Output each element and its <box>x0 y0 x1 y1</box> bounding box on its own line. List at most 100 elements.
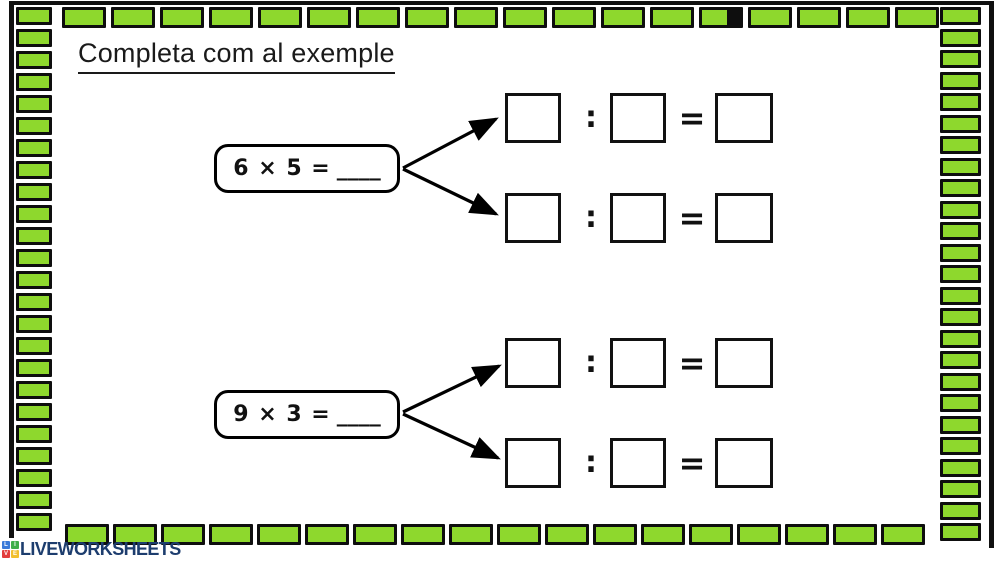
border-block <box>940 136 981 154</box>
border-block <box>353 524 397 545</box>
border-block <box>940 437 981 455</box>
border-block <box>16 7 52 25</box>
answer-box-dividend[interactable] <box>505 438 561 488</box>
border-block <box>785 524 829 545</box>
frame-line-top <box>9 1 994 5</box>
border-block <box>401 524 445 545</box>
border-block <box>748 7 792 28</box>
border-block <box>113 524 157 545</box>
border-block <box>881 524 925 545</box>
border-block <box>940 372 981 391</box>
answer-box-divisor[interactable] <box>610 93 666 143</box>
problem-box-2: 9 × 3 = ____ <box>214 390 400 439</box>
equation-row: : = <box>505 93 775 143</box>
answer-box-divisor[interactable] <box>610 438 666 488</box>
border-block <box>940 415 981 434</box>
equals-sign: = <box>678 99 706 137</box>
equals-sign: = <box>678 444 706 482</box>
border-block <box>940 523 981 541</box>
border-block <box>940 7 981 25</box>
logo-tile: I <box>11 541 19 549</box>
arrow-p1-row1 <box>402 117 499 170</box>
division-colon: : <box>585 345 597 380</box>
border-block <box>305 524 349 545</box>
border-block <box>940 71 981 90</box>
border-right <box>940 7 981 541</box>
border-block <box>16 51 52 69</box>
border-block <box>940 179 981 197</box>
border-block <box>16 139 52 157</box>
border-block <box>258 7 302 28</box>
border-block <box>552 7 596 28</box>
border-block <box>846 7 890 28</box>
border-block <box>940 501 981 520</box>
border-block <box>940 308 981 326</box>
border-block <box>940 114 981 133</box>
division-colon: : <box>585 200 597 235</box>
equals-sign: = <box>678 199 706 237</box>
border-block <box>16 513 52 531</box>
problem-1-expression: 6 × 5 = <box>233 156 331 181</box>
border-block <box>161 524 205 545</box>
problem-1-answer-blank[interactable]: ____ <box>336 156 381 181</box>
answer-box-quotient[interactable] <box>715 93 773 143</box>
border-block <box>833 524 877 545</box>
answer-box-quotient[interactable] <box>715 438 773 488</box>
border-block <box>16 117 52 135</box>
border-left <box>16 7 52 531</box>
border-block <box>16 315 52 333</box>
border-block <box>940 157 981 176</box>
equals-sign: = <box>678 344 706 382</box>
border-block <box>449 524 493 545</box>
answer-box-dividend[interactable] <box>505 93 561 143</box>
border-block <box>16 403 52 421</box>
border-block <box>940 351 981 369</box>
border-block <box>16 359 52 377</box>
border-block <box>16 183 52 201</box>
problem-2-answer-blank[interactable]: ____ <box>336 402 381 427</box>
border-block <box>16 205 52 223</box>
border-block <box>601 7 645 28</box>
border-block <box>209 524 253 545</box>
border-block <box>940 458 981 477</box>
frame-line-left <box>9 2 14 538</box>
logo-tile: E <box>11 550 19 558</box>
border-block <box>62 7 106 28</box>
border-block <box>16 425 52 443</box>
answer-box-dividend[interactable] <box>505 193 561 243</box>
border-block <box>797 7 841 28</box>
logo-text: LIVEWORKSHEETS <box>20 539 181 559</box>
border-block <box>209 7 253 28</box>
answer-box-quotient[interactable] <box>715 338 773 388</box>
border-block <box>16 161 52 179</box>
border-block <box>257 524 301 545</box>
border-block <box>940 243 981 262</box>
equation-row: : = <box>505 438 775 488</box>
border-block <box>940 265 981 283</box>
border-block <box>65 524 109 545</box>
border-block <box>940 50 981 68</box>
border-block <box>307 7 351 28</box>
answer-box-divisor[interactable] <box>610 193 666 243</box>
worksheet-title: Completa com al exemple <box>78 38 395 74</box>
answer-box-dividend[interactable] <box>505 338 561 388</box>
answer-box-divisor[interactable] <box>610 338 666 388</box>
border-block <box>940 222 981 240</box>
border-block <box>689 524 733 545</box>
border-block <box>111 7 155 28</box>
equation-row: : = <box>505 193 775 243</box>
problem-box-1: 6 × 5 = ____ <box>214 144 400 193</box>
border-block <box>16 337 52 355</box>
border-top <box>62 7 939 28</box>
border-block <box>940 394 981 412</box>
division-colon: : <box>585 445 597 480</box>
problem-2-expression: 9 × 3 = <box>233 402 331 427</box>
arrow-p1-row2 <box>402 167 499 216</box>
border-block <box>940 28 981 47</box>
answer-box-quotient[interactable] <box>715 193 773 243</box>
frame-line-right <box>989 1 994 548</box>
border-block <box>160 7 204 28</box>
